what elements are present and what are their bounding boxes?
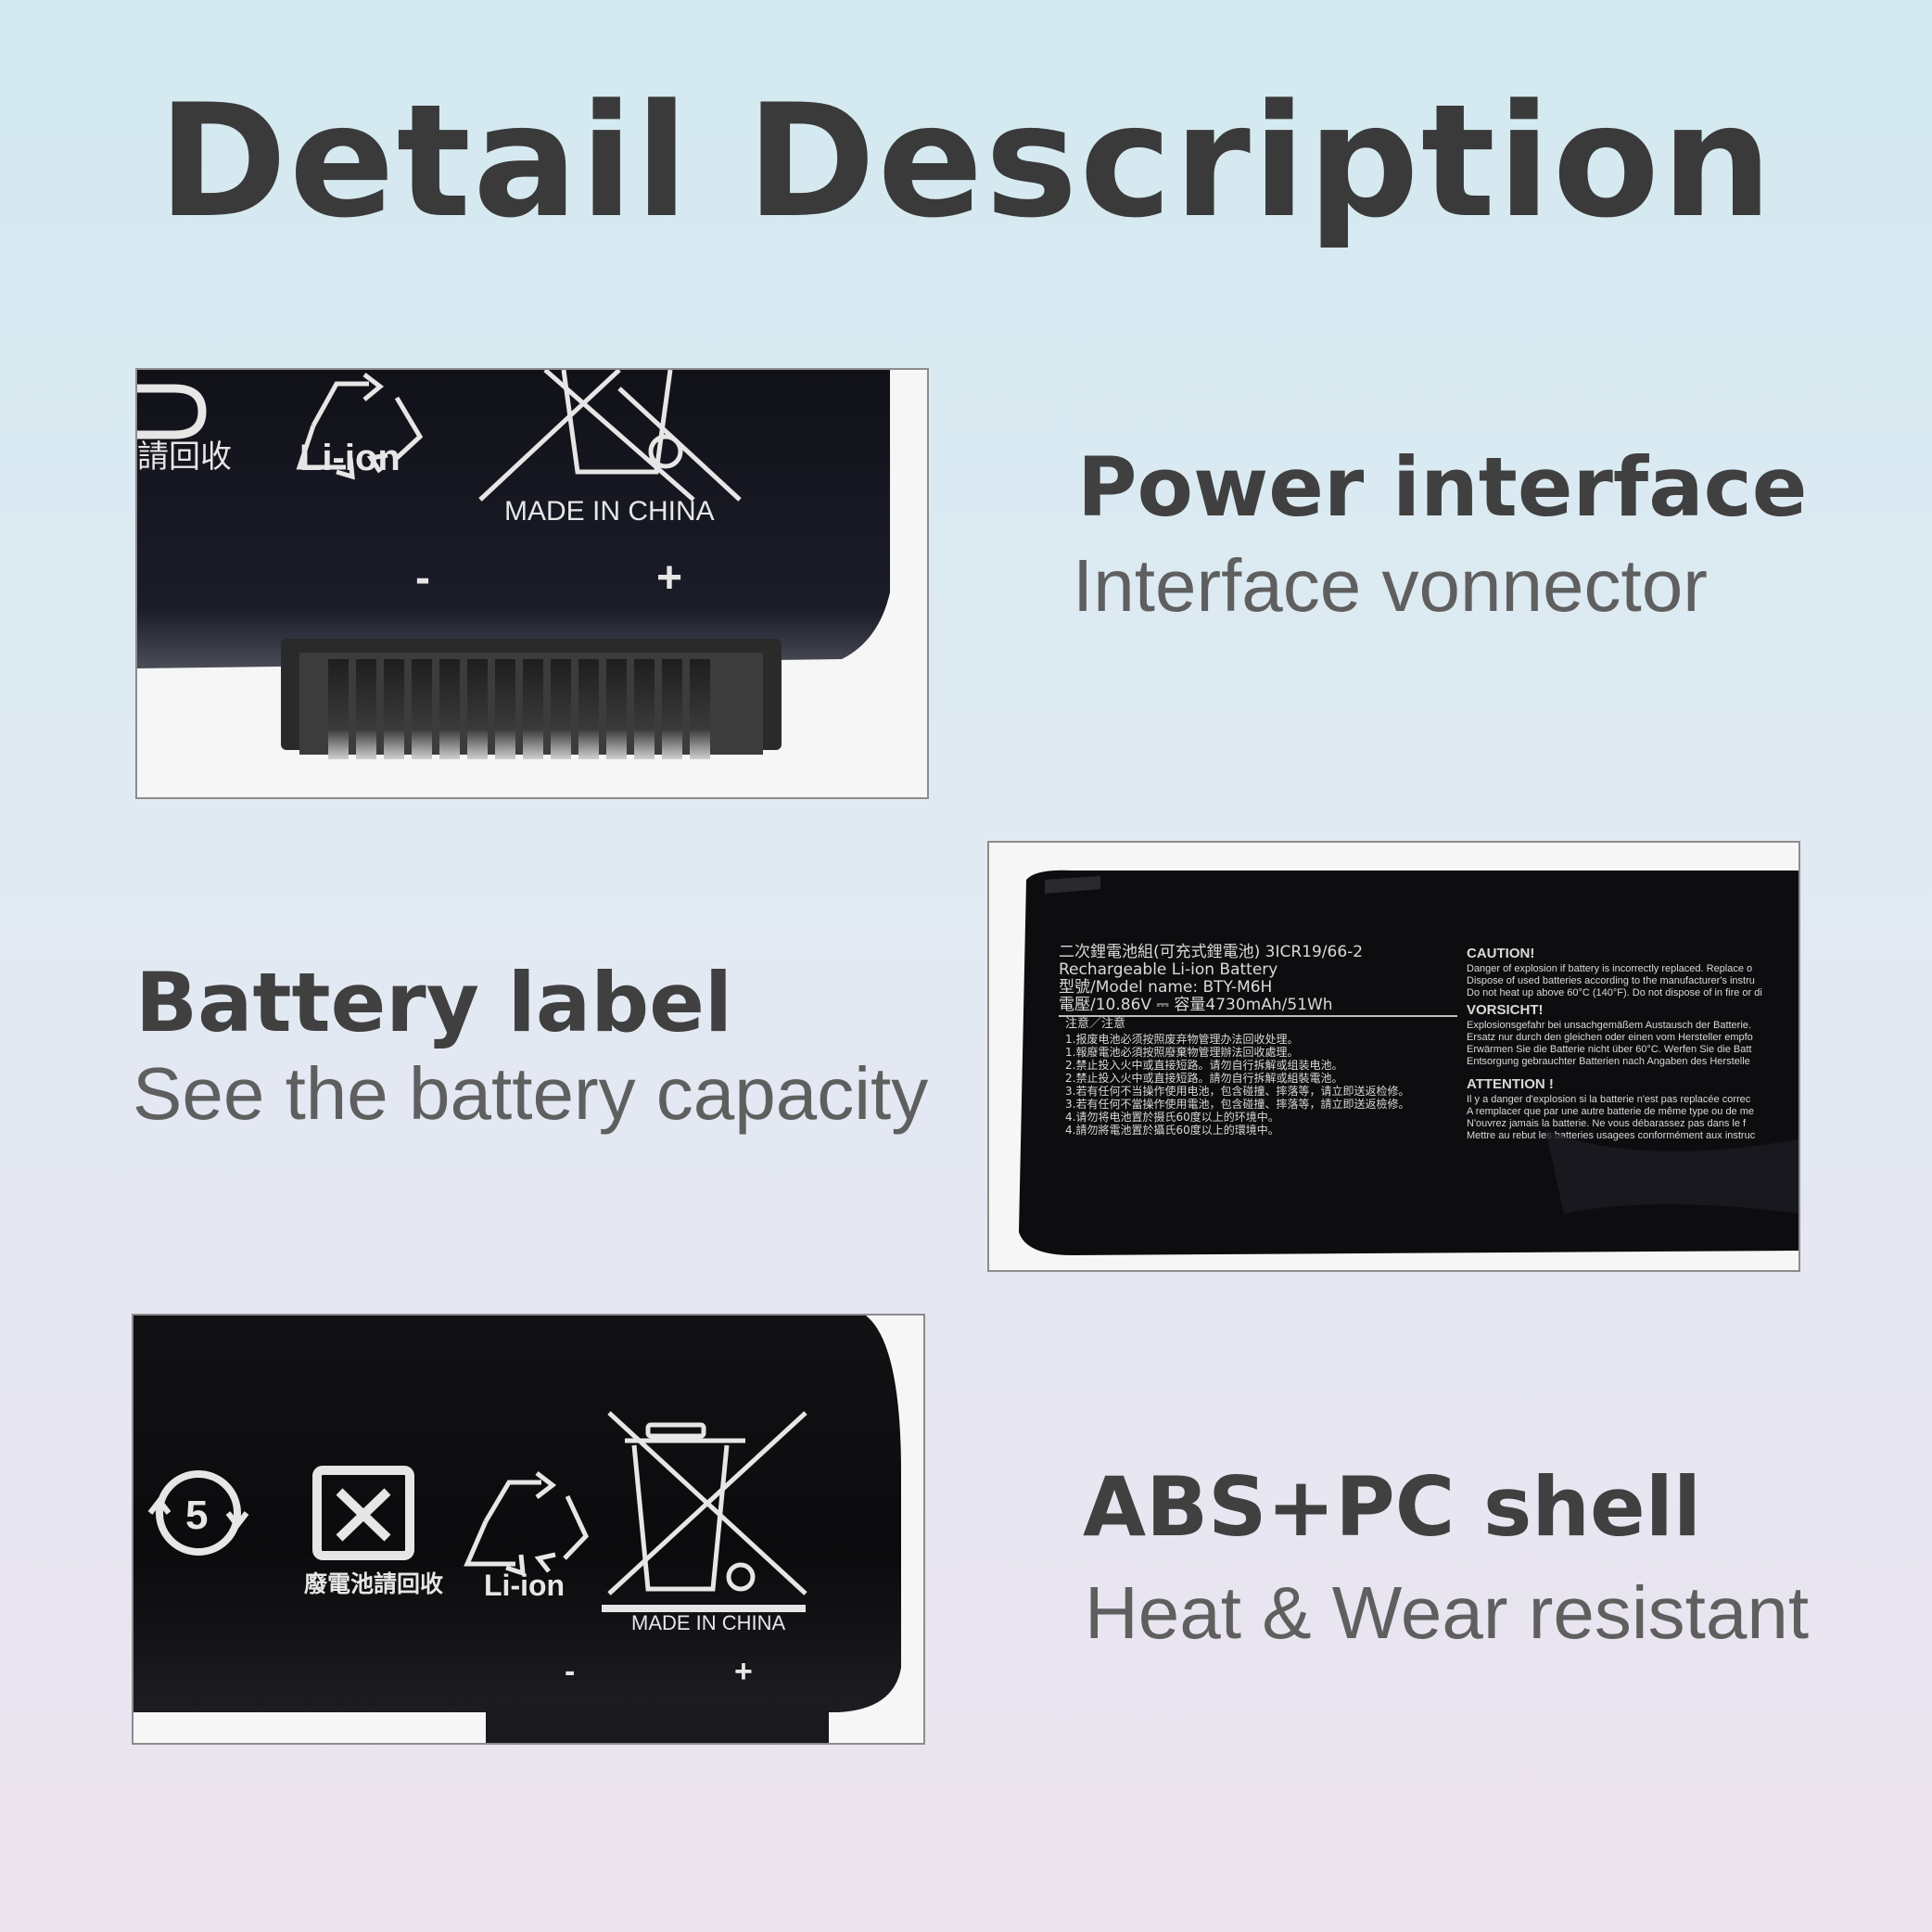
svg-text:型號/Model name: BTY-M6H: 型號/Model name: BTY-M6H [1059, 978, 1272, 997]
heading-abs-pc-shell: ABS+PC shell [1083, 1459, 1702, 1555]
li-ion-label: Li-ion [299, 438, 400, 478]
li-ion-label: Li-ion [484, 1569, 565, 1602]
battery-recycle-icon [312, 1466, 414, 1560]
plus-mark: + [734, 1654, 753, 1689]
svg-text:Danger of explosion if battery: Danger of explosion if battery is incorr… [1467, 963, 1752, 974]
label-warnings: CAUTION! Danger of explosion if battery … [1467, 946, 1762, 1141]
svg-text:Do not heat up above 60°C (140: Do not heat up above 60°C (140°F). Do no… [1467, 987, 1762, 998]
power-interface-photo: 請回收 Li-ion MADE IN CHINA - + [135, 368, 929, 799]
connector-pins [328, 659, 710, 759]
recycle-icon [464, 1471, 589, 1577]
page-title: Detail Description [158, 70, 1774, 252]
made-in-china-label: MADE IN CHINA [504, 496, 715, 527]
minus-mark: - [565, 1654, 575, 1689]
battery-label-photo: 二次鋰電池組(可充式鋰電池) 3ICR19/66-2 Rechargeable … [987, 841, 1800, 1272]
crossed-bin-icon [602, 1411, 807, 1612]
svg-text:3.若有任何不当操作使用电池，包含碰撞、摔落等，请立即送返检: 3.若有任何不当操作使用电池，包含碰撞、摔落等，请立即送返检修。 [1065, 1084, 1409, 1098]
svg-text:4.请勿将电池置於摄氏60度以上的环境中。: 4.请勿将电池置於摄氏60度以上的环境中。 [1065, 1110, 1279, 1124]
heading-power-interface: Power interface [1077, 439, 1808, 535]
cjk-recycle-text: 請回收 [137, 439, 232, 476]
made-in-china-label: MADE IN CHINA [631, 1611, 786, 1634]
svg-text:Entsorgung gebrauchter Batteri: Entsorgung gebrauchter Batterien nach An… [1467, 1056, 1750, 1067]
svg-text:1.報廢電池必須按照廢棄物管理辦法回收處理。: 1.報廢電池必須按照廢棄物管理辦法回收處理。 [1065, 1045, 1298, 1059]
abs-pc-shell-photo: 5 廢電池請回收 Li-ion MADE IN CHINA - + [132, 1314, 925, 1745]
svg-text:Mettre au rebut les batteries: Mettre au rebut les batteries usagees co… [1467, 1130, 1756, 1141]
svg-text:Explosionsgefahr bei unsachgem: Explosionsgefahr bei unsachgemäßem Austa… [1467, 1020, 1751, 1031]
svg-text:電壓/10.86V ⎓ 容量4730mAh/51Wh: 電壓/10.86V ⎓ 容量4730mAh/51Wh [1059, 996, 1333, 1014]
svg-text:1.报废电池必须按照废弃物管理办法回收处理。: 1.报废电池必须按照废弃物管理办法回收处理。 [1065, 1032, 1298, 1046]
subtitle-abs-pc-shell: Heat & Wear resistant [1085, 1571, 1810, 1654]
heading-battery-label: Battery label [135, 955, 733, 1050]
svg-text:Rechargeable Li-ion Battery: Rechargeable Li-ion Battery [1059, 960, 1277, 979]
svg-text:CAUTION!: CAUTION! [1467, 946, 1534, 961]
crossed-bin-icon [478, 370, 742, 502]
subtitle-power-interface: Interface vonnector [1073, 544, 1708, 627]
recycle-icon [296, 373, 424, 480]
badge-number: 5 [185, 1493, 208, 1538]
svg-text:Erwärmen Sie die Batterie nich: Erwärmen Sie die Batterie nicht über 60°… [1467, 1044, 1751, 1055]
label-chinese-lines: 二次鋰電池組(可充式鋰電池) 3ICR19/66-2 Rechargeable … [1059, 943, 1409, 1137]
cjk-recycle-text: 廢電池請回收 [304, 1570, 443, 1597]
svg-text:N'ouvrez jamais la batterie. N: N'ouvrez jamais la batterie. Ne vous déb… [1467, 1118, 1747, 1129]
svg-text:Dispose of used batteries acco: Dispose of used batteries according to t… [1467, 975, 1755, 986]
svg-text:A remplacer que par une autre: A remplacer que par une autre batterie d… [1467, 1106, 1754, 1117]
svg-text:注意／注意: 注意／注意 [1065, 1016, 1125, 1031]
svg-text:2.禁止投入火中或直接短路。请勿自行拆解或组装电池。: 2.禁止投入火中或直接短路。请勿自行拆解或组装电池。 [1065, 1058, 1342, 1072]
svg-text:4.請勿將電池置於攝氏60度以上的環境中。: 4.請勿將電池置於攝氏60度以上的環境中。 [1065, 1123, 1279, 1137]
svg-text:2.禁止投入火中或直接短路。請勿自行拆解或組裝電池。: 2.禁止投入火中或直接短路。請勿自行拆解或組裝電池。 [1065, 1071, 1342, 1085]
svg-text:Ersatz nur durch den gleichen: Ersatz nur durch den gleichen oder einen… [1467, 1032, 1753, 1043]
svg-text:3.若有任何不當操作使用電池，包含碰撞、摔落等，請立即送返檢: 3.若有任何不當操作使用電池，包含碰撞、摔落等，請立即送返檢修。 [1065, 1097, 1409, 1111]
minus-mark: - [415, 553, 430, 603]
svg-text:Il y a danger d'explosion si l: Il y a danger d'explosion si la batterie… [1467, 1094, 1751, 1105]
environmental-badge-icon [147, 1470, 249, 1556]
plus-mark: + [656, 553, 682, 603]
subtitle-battery-label: See the battery capacity [133, 1052, 929, 1135]
svg-text:ATTENTION !: ATTENTION ! [1467, 1076, 1554, 1092]
svg-text:二次鋰電池組(可充式鋰電池) 3ICR19/66-2: 二次鋰電池組(可充式鋰電池) 3ICR19/66-2 [1059, 943, 1363, 961]
recycle-partial-icon [137, 384, 207, 439]
svg-text:VORSICHT!: VORSICHT! [1467, 1002, 1544, 1018]
